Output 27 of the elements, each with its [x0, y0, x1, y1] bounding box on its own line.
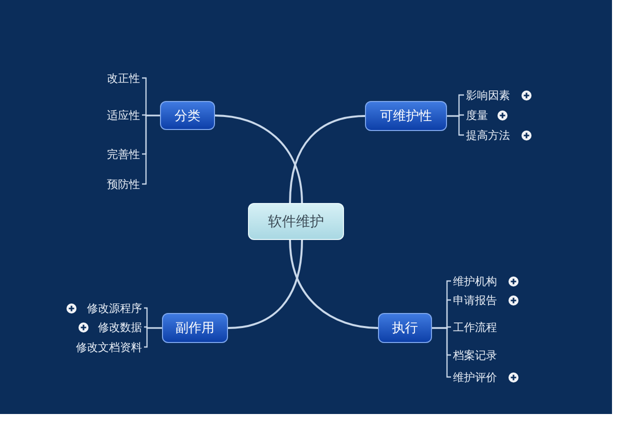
branch-topic-box: 执行 — [378, 313, 432, 343]
subtopic-text: 档案记录 — [453, 347, 505, 363]
central-topic-box: 软件维护 — [248, 203, 344, 240]
subtopic-text: 改正性 — [88, 70, 140, 86]
branch-topic-box: 副作用 — [162, 313, 228, 343]
subtopic-text: 适应性 — [88, 107, 140, 123]
subtopic-text: 修改数据 — [92, 319, 142, 335]
bracket-line — [142, 114, 160, 185]
branch-topic-box: 分类 — [160, 101, 215, 130]
branch-curve — [289, 115, 366, 204]
branch-curve — [228, 240, 303, 329]
subtopic-text: 维护机构 — [453, 273, 505, 289]
subtopic-text: 修改源程序 — [80, 300, 142, 316]
bracket-line — [432, 327, 451, 378]
subtopic-text: 提高方法 — [466, 127, 518, 143]
subtopic-text: 预防性 — [88, 176, 140, 192]
subtopic-text: 修改文档资料 — [66, 339, 142, 355]
subtopic-text: 完善性 — [88, 146, 140, 162]
branch-curve — [289, 240, 378, 329]
subtopic-text: 申请报告 — [453, 292, 505, 308]
subtopic-text: 工作流程 — [453, 319, 505, 335]
subtopic-text: 度量 — [466, 107, 494, 123]
subtopic-text: 影响因素 — [466, 87, 518, 103]
branch-curve — [214, 114, 303, 204]
bracket-line — [144, 327, 162, 348]
subtopic-text: 维护评价 — [453, 369, 505, 385]
branch-topic-box: 可维护性 — [365, 101, 447, 131]
